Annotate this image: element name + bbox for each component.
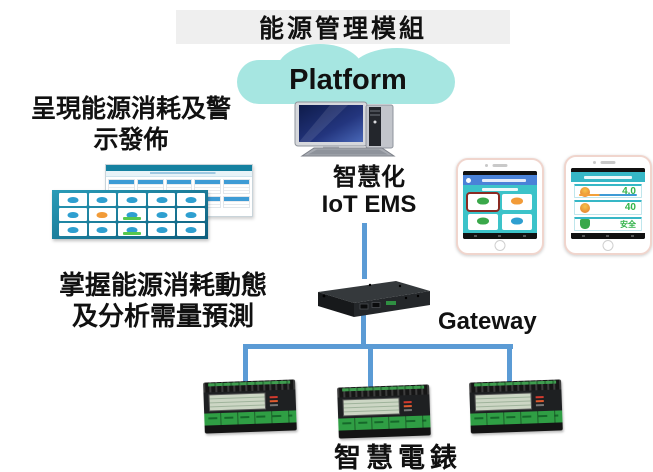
title-box: 能源管理模組	[176, 10, 510, 44]
app-tile-grid	[468, 194, 532, 230]
app-header	[463, 175, 537, 185]
dashboard-tile-grid	[59, 193, 205, 236]
app-tile	[468, 214, 498, 230]
app-title-placeholder	[584, 175, 632, 179]
analyze-note-line2: 及分析需量預測	[71, 301, 254, 331]
meter-lcd	[474, 392, 533, 412]
phone-nav-bar	[463, 233, 537, 239]
connector-drop-right	[507, 344, 512, 385]
gauge-icon	[580, 186, 590, 197]
cloud-shape	[237, 60, 455, 104]
dashboard-header-bar	[106, 165, 252, 171]
metric-card: 40	[574, 200, 642, 215]
home-button	[494, 240, 506, 251]
platform-label: Platform	[289, 64, 407, 96]
connector-gateway-bus	[361, 312, 366, 349]
status-text: 安全	[620, 219, 636, 229]
phone-left-screen	[463, 171, 537, 239]
menu-title-placeholder	[482, 188, 518, 191]
gauge-icon	[580, 202, 590, 213]
phone-nav-bar	[571, 233, 645, 239]
analyze-note-line1: 掌握能源消耗動態	[58, 270, 267, 300]
ems-line2: IoT EMS	[321, 191, 417, 218]
connector-drop-middle	[368, 344, 373, 390]
metrics-screen: 4.0 40 安全	[571, 182, 645, 233]
display-note-line2: 示發佈	[93, 126, 169, 154]
phone-speaker	[600, 161, 616, 164]
phone-camera	[592, 161, 596, 164]
shield-icon	[580, 219, 590, 230]
status-card: 安全	[574, 216, 642, 231]
analyze-note: 掌握能源消耗動態 及分析需量預測	[13, 270, 313, 332]
metric-value: 40	[624, 202, 636, 214]
meter-lcd	[208, 392, 267, 412]
phone-right: 4.0 40 安全	[564, 155, 652, 255]
ems-label: 智慧化 IoT EMS	[295, 164, 443, 218]
phone-speaker	[492, 164, 508, 167]
gateway-label: Gateway	[438, 308, 537, 335]
page-title: 能源管理模組	[258, 15, 427, 43]
dashboard-tile-screenshot	[52, 190, 208, 239]
gateway-device	[318, 281, 430, 317]
display-note: 呈現能源消耗及警 示發佈	[2, 94, 260, 156]
dashboard-subheader-bar	[106, 171, 252, 177]
connector-drop-left	[243, 344, 248, 387]
app-tile-selected	[468, 194, 498, 210]
status-bar	[463, 171, 537, 175]
app-title-placeholder	[482, 178, 526, 182]
home-button	[602, 240, 614, 251]
phone-left	[456, 158, 544, 255]
desktop-computer-icon	[294, 101, 396, 157]
phone-right-screen: 4.0 40 安全	[571, 168, 645, 239]
smart-meter-2	[337, 384, 431, 441]
progress-bar	[579, 194, 637, 197]
smart-meter-1	[203, 379, 297, 436]
app-header	[571, 172, 645, 182]
status-bar	[571, 168, 645, 172]
connector-bus	[243, 344, 513, 349]
connector-cloud-gateway	[362, 223, 367, 279]
metric-card: 4.0	[574, 184, 642, 199]
meter-lcd	[342, 397, 401, 417]
app-logo-icon	[466, 177, 471, 183]
smart-meter-3	[469, 379, 563, 436]
app-tile	[502, 194, 532, 210]
app-menu-screen	[463, 185, 537, 233]
metric-value: 4.0	[622, 186, 636, 198]
platform-cloud: Platform	[237, 44, 459, 104]
display-note-line1: 呈現能源消耗及警	[30, 95, 231, 123]
smart-meter-label: 智慧電錶	[334, 443, 462, 472]
ems-line1: 智慧化	[333, 164, 405, 191]
app-tile	[502, 214, 532, 230]
phone-camera	[484, 164, 488, 167]
